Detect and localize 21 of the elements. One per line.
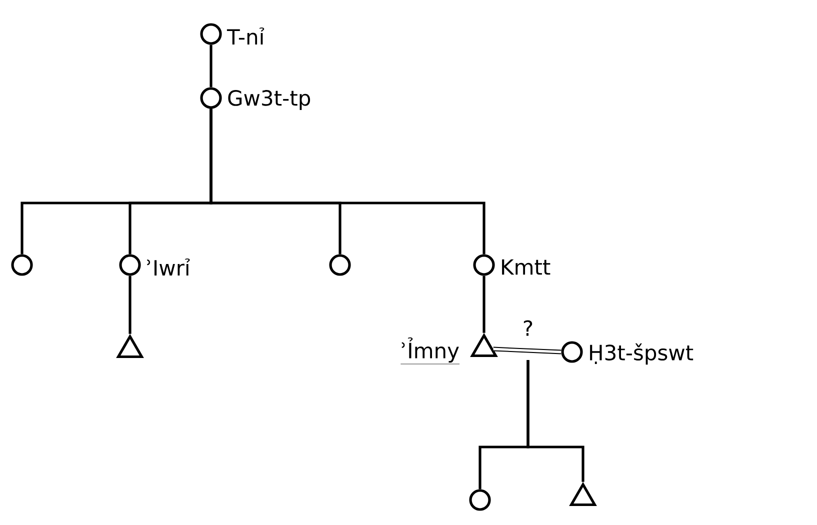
edge-label: ? <box>524 320 532 336</box>
descent-line <box>128 276 132 334</box>
name-label: ʾỈmny <box>400 337 460 364</box>
descent-line <box>526 360 584 482</box>
female-circle <box>561 341 583 363</box>
descent-line <box>210 108 486 254</box>
name-label: Kmtt <box>502 259 550 275</box>
female-circle <box>473 254 495 276</box>
marriage-sign <box>493 346 562 354</box>
name-label: Ḥ3t-špswt <box>590 343 694 365</box>
descent-line <box>482 276 486 333</box>
name-label: ʾIwrỉ <box>147 258 190 276</box>
name-label: T-nỉ <box>226 27 264 44</box>
descent-line <box>210 44 212 88</box>
female-circle <box>329 254 351 276</box>
name-label: Gw3t-tp <box>228 90 310 110</box>
female-circle <box>200 23 222 45</box>
female-circle <box>200 87 222 109</box>
female-circle <box>11 254 33 276</box>
female-circle <box>119 254 141 276</box>
female-circle <box>469 489 491 511</box>
